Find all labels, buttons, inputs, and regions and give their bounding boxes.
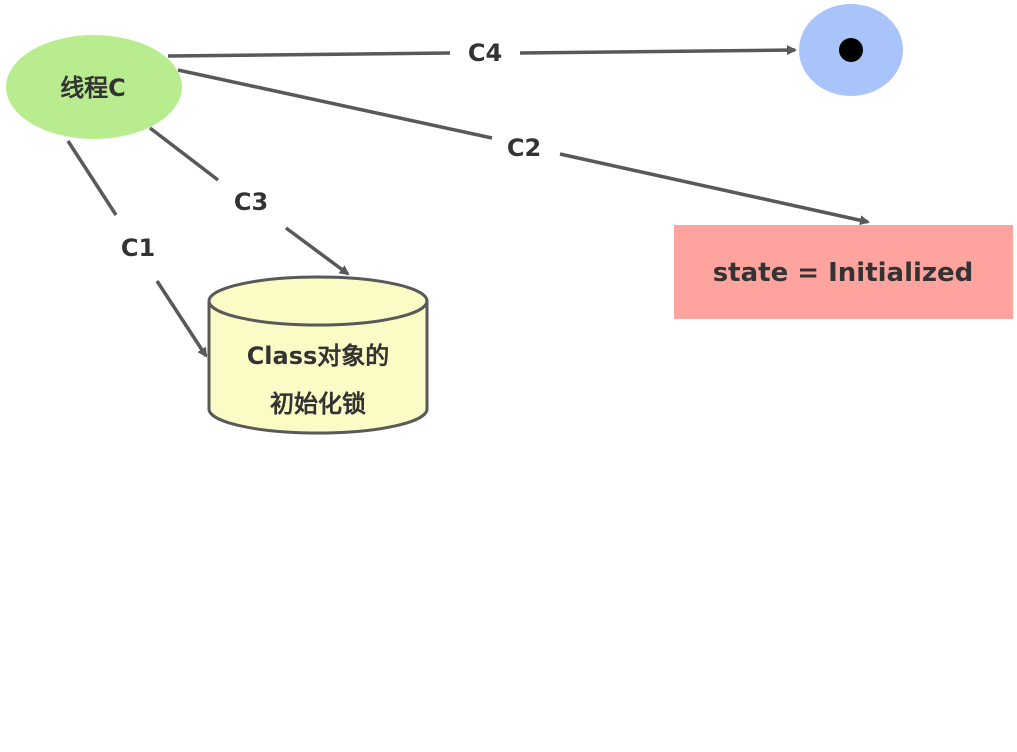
- edge-c4: C4: [167, 39, 797, 67]
- edge-c3: C3: [148, 126, 350, 276]
- state-box-node: state = Initialized: [674, 225, 1013, 319]
- edge-c1-label: C1: [121, 234, 155, 262]
- edge-c3-label: C3: [234, 188, 268, 216]
- class-lock-node: Class对象的 初始化锁: [207, 275, 429, 435]
- thread-c-node: 线程C: [6, 35, 182, 139]
- class-lock-label-line1: Class对象的: [247, 342, 390, 370]
- edge-c1: C1: [66, 140, 208, 358]
- target-dot: [839, 38, 863, 62]
- thread-c-label: 线程C: [60, 74, 126, 102]
- class-lock-label-line2: 初始化锁: [270, 390, 366, 418]
- edge-c2-label: C2: [507, 134, 541, 162]
- state-box-label: state = Initialized: [713, 258, 974, 288]
- edge-c2: C2: [177, 68, 870, 226]
- edge-c4-label: C4: [468, 39, 502, 67]
- target-circle-node: [799, 4, 903, 96]
